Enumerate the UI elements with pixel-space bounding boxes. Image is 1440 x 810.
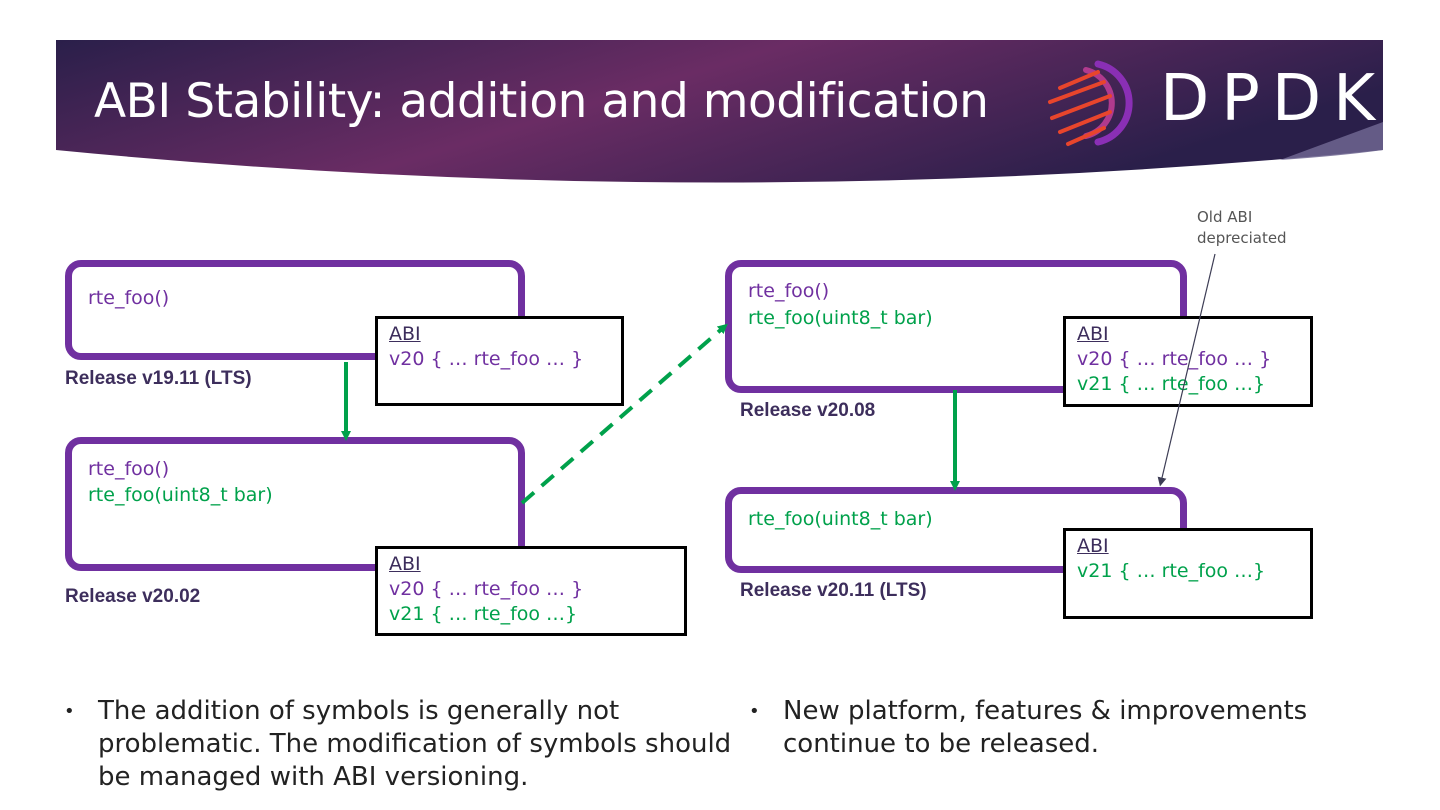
slide-title: ABI Stability: addition and modification bbox=[94, 74, 989, 129]
annotation-pointer-arrow bbox=[1157, 253, 1216, 487]
release-label-v20-08: Release v20.08 bbox=[740, 400, 876, 421]
bullet-icon: • bbox=[749, 701, 760, 722]
abi-box-v19-11: ABI v20 { … rte_foo … } bbox=[375, 316, 624, 406]
function-label: rte_foo(uint8_t bar) bbox=[748, 307, 933, 329]
function-label: rte_foo(uint8_t bar) bbox=[88, 484, 273, 506]
abi-title: ABI bbox=[1077, 323, 1109, 345]
release-label-v19-11: Release v19.11 (LTS) bbox=[65, 368, 252, 389]
abi-version-line: v21 { … rte_foo …} bbox=[389, 603, 578, 625]
abi-box-v20-08: ABI v20 { … rte_foo … } v21 { … rte_foo … bbox=[1063, 316, 1313, 407]
abi-title: ABI bbox=[389, 553, 421, 575]
abi-box-v20-02: ABI v20 { … rte_foo … } v21 { … rte_foo … bbox=[375, 546, 687, 636]
bullet-text: The addition of symbols is generally not… bbox=[98, 696, 732, 792]
dpdk-logo-text: DPDK bbox=[1160, 62, 1388, 136]
abi-version-line: v21 { … rte_foo …} bbox=[1077, 373, 1266, 395]
abi-version-line: v21 { … rte_foo …} bbox=[1077, 560, 1266, 582]
abi-version-line: v20 { … rte_foo … } bbox=[1077, 348, 1272, 370]
release-box-v20-02 bbox=[65, 437, 525, 571]
annotation-line: Old ABI bbox=[1197, 208, 1253, 226]
old-abi-annotation: Old ABI depreciated bbox=[1197, 207, 1287, 249]
abi-box-v20-11: ABI v21 { … rte_foo …} bbox=[1063, 528, 1313, 619]
abi-version-line: v20 { … rte_foo … } bbox=[389, 348, 584, 370]
bullet-text: New platform, features & improvements co… bbox=[783, 696, 1308, 759]
release-label-v20-02: Release v20.02 bbox=[65, 586, 201, 607]
header-banner bbox=[56, 40, 1383, 183]
function-label: rte_foo() bbox=[748, 280, 830, 302]
release-flow-arrow-dashed bbox=[520, 323, 728, 505]
bullet-list-right: • New platform, features & improvements … bbox=[749, 695, 1349, 761]
release-label-v20-11: Release v20.11 (LTS) bbox=[740, 580, 927, 601]
function-label: rte_foo() bbox=[88, 458, 170, 480]
bullet-item: • New platform, features & improvements … bbox=[749, 695, 1349, 761]
annotation-line: depreciated bbox=[1197, 229, 1287, 247]
function-label: rte_foo(uint8_t bar) bbox=[748, 508, 933, 530]
abi-title: ABI bbox=[389, 323, 421, 345]
bullet-list-left: • The addition of symbols is generally n… bbox=[64, 695, 740, 794]
bullet-item: • The addition of symbols is generally n… bbox=[64, 695, 740, 794]
bullet-icon: • bbox=[64, 701, 75, 722]
abi-title: ABI bbox=[1077, 535, 1109, 557]
dpdk-swoosh-icon bbox=[1048, 60, 1133, 146]
abi-version-line: v20 { … rte_foo … } bbox=[389, 578, 584, 600]
function-label: rte_foo() bbox=[88, 287, 170, 309]
